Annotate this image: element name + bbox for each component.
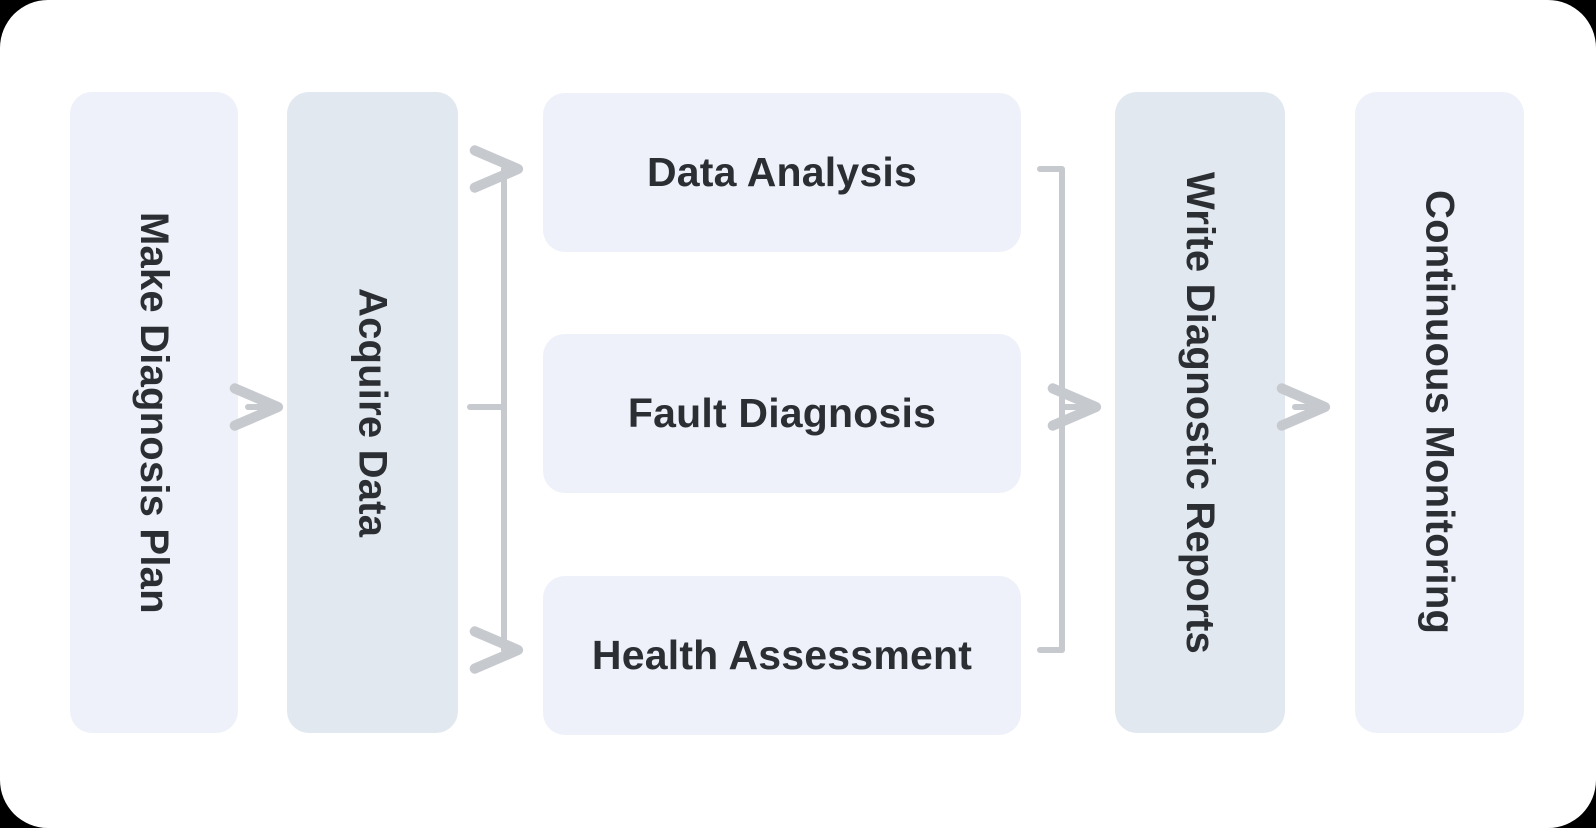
split-acquire-to-parallel [467,145,524,674]
node-label-fault-diagnosis: Fault Diagnosis [627,390,937,436]
node-label-acquire-data: Acquire Data [350,287,395,538]
node-health-assessment[interactable]: Health Assessment [543,576,1021,735]
node-label-continuous-monitoring: Continuous Monitoring [1417,190,1462,635]
node-label-make-diagnosis-plan: Make Diagnosis Plan [132,211,176,614]
node-make-diagnosis-plan[interactable]: Make Diagnosis Plan [70,92,238,733]
node-fault-diagnosis[interactable]: Fault Diagnosis [543,334,1021,493]
node-write-diagnostic-reports[interactable]: Write Diagnostic Reports [1115,92,1285,733]
node-continuous-monitoring[interactable]: Continuous Monitoring [1355,92,1524,733]
node-label-write-diagnostic-reports: Write Diagnostic Reports [1178,171,1222,654]
node-label-health-assessment: Health Assessment [591,632,973,678]
node-label-data-analysis: Data Analysis [647,149,917,195]
merge-parallel-to-reports [1037,166,1102,653]
node-data-analysis[interactable]: Data Analysis [543,93,1021,252]
node-acquire-data[interactable]: Acquire Data [287,92,458,733]
